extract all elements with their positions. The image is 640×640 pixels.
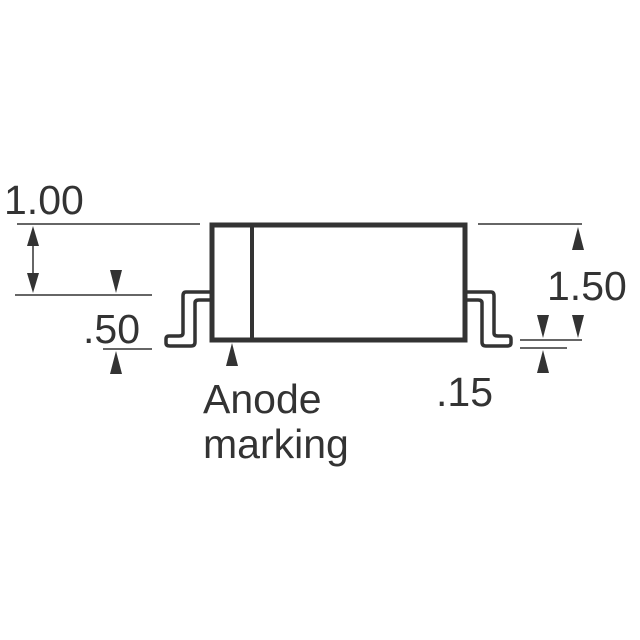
dim-total-height-label: 1.00 bbox=[4, 177, 84, 223]
arrow-down-icon bbox=[110, 270, 122, 293]
arrow-down-icon bbox=[572, 315, 584, 338]
dim-lead-offset-label: .50 bbox=[83, 306, 140, 352]
arrow-up-icon bbox=[572, 227, 584, 250]
dim-body-height-label: 1.50 bbox=[547, 263, 627, 309]
left-lead bbox=[164, 290, 211, 348]
dim-lead-thickness-label: .15 bbox=[436, 369, 493, 415]
arrow-down-icon bbox=[27, 273, 39, 293]
arrow-up-icon bbox=[537, 350, 549, 373]
anode-arrow-up-icon bbox=[226, 343, 238, 366]
anode-label-line1: Anode bbox=[203, 376, 322, 422]
arrow-up-icon bbox=[110, 351, 122, 374]
arrow-up-icon bbox=[27, 226, 39, 246]
anode-label-line2: marking bbox=[203, 421, 349, 467]
right-lead bbox=[466, 290, 513, 348]
package-body bbox=[209, 222, 468, 343]
arrow-down-icon bbox=[537, 315, 549, 338]
